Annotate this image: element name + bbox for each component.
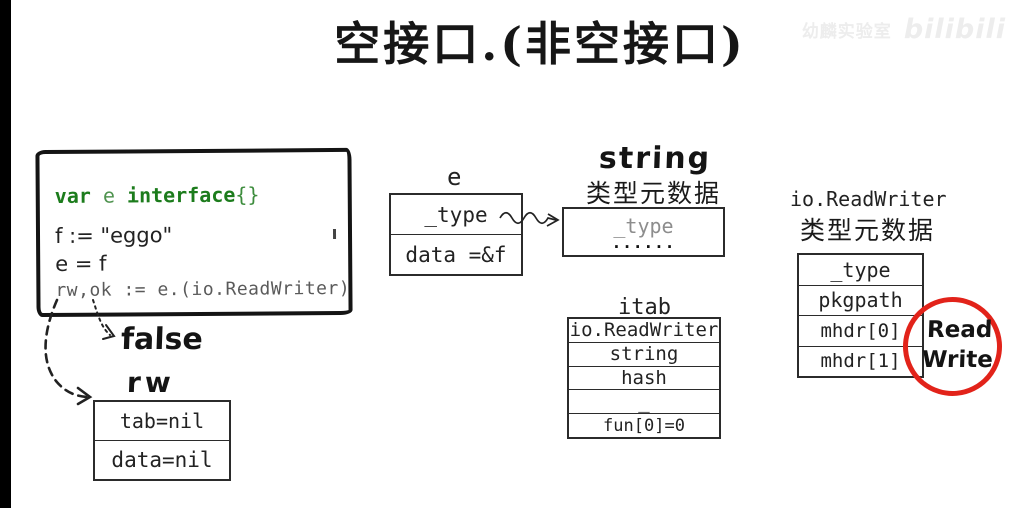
string-meta-table: _type ......: [562, 207, 725, 257]
left-edge-bar: [0, 0, 11, 508]
table-row: hash: [569, 365, 719, 390]
bilibili-logo: bilibili: [903, 14, 1006, 45]
table-row: io.ReadWriter: [569, 319, 719, 342]
table-row: _: [569, 389, 719, 413]
watermark: 幼麟实验室 bilibili: [802, 14, 1006, 45]
arrow-ok-to-false-head: [102, 324, 116, 340]
table-row: ......: [611, 232, 676, 252]
table-row: mhdr[0]: [799, 315, 922, 346]
identifier-e: e: [90, 183, 128, 208]
table-row: _type: [830, 257, 891, 282]
code-line-var-declaration: var e interface{}: [55, 183, 260, 208]
table-row: fun[0]=0: [569, 413, 719, 437]
text-cursor-tick: [332, 229, 337, 240]
table-row: mhdr[1]: [799, 345, 922, 377]
arrow-rw-to-struct-head: [76, 386, 93, 406]
circle-note-write: Write: [921, 347, 994, 373]
watermark-channel-label: 幼麟实验室: [801, 22, 892, 42]
code-line-assign-f: f := "eggo": [54, 223, 173, 248]
readwriter-meta-title: io.ReadWriter: [790, 187, 947, 211]
braces: {}: [235, 182, 260, 207]
assert-result-false-label: false: [120, 322, 204, 357]
circle-note-read: Read: [926, 317, 993, 343]
readwriter-meta-subtitle: 类型元数据: [800, 216, 936, 245]
rw-struct-label: rw: [126, 366, 176, 399]
keyword-var: var: [54, 183, 91, 208]
table-row: string: [569, 341, 719, 366]
itab-label: itab: [618, 295, 671, 320]
code-line-assign-e: e = f: [55, 251, 107, 276]
table-row: data =&f: [391, 234, 521, 274]
string-meta-title: string: [598, 141, 712, 176]
itab-table: io.ReadWriter string hash _ fun[0]=0: [567, 317, 721, 439]
table-row: tab=nil: [119, 409, 205, 433]
table-row: data=nil: [95, 440, 229, 479]
page-title: 空接口.(非空接口): [334, 17, 746, 71]
wavy-pointer-arrow-head: [546, 213, 560, 227]
table-row: _type: [613, 213, 674, 238]
table-row: pkgpath: [799, 284, 922, 316]
e-struct-label: e: [447, 163, 462, 191]
keyword-interface: interface: [126, 182, 236, 208]
string-meta-subtitle: 类型元数据: [586, 179, 722, 208]
code-box: var e interface{} f := "eggo" e = f rw,o…: [35, 147, 353, 318]
rw-struct-table: tab=nil data=nil: [93, 400, 231, 481]
e-struct-table: _type data =&f: [389, 193, 523, 276]
code-line-type-assert: rw,ok := e.(io.ReadWriter): [55, 277, 351, 301]
readwriter-meta-table: _type pkgpath mhdr[0] mhdr[1]: [797, 253, 924, 378]
table-row: _type: [424, 202, 488, 227]
